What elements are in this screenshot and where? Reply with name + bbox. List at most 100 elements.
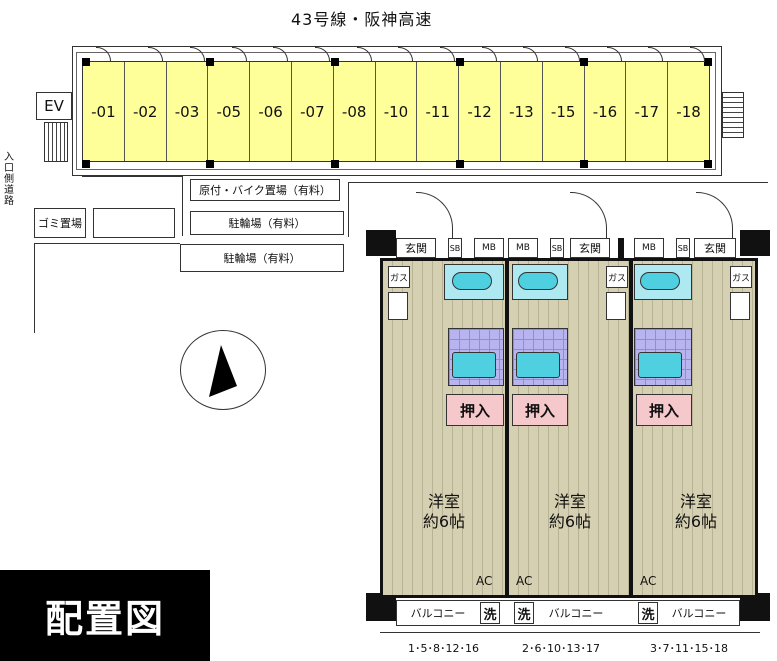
- site-line: [348, 182, 768, 183]
- unit[interactable]: -08: [334, 62, 376, 161]
- unit[interactable]: -13: [501, 62, 543, 161]
- room-label: 洋室 約6帖: [666, 492, 726, 532]
- bicycle-parking-label: 駐輪場（有料）: [190, 211, 344, 235]
- north-arrow-icon: [209, 345, 237, 397]
- entrance-label: 玄関: [694, 238, 736, 258]
- unit-group-label: 3･7･11･15･18: [650, 642, 728, 655]
- pillar: [82, 58, 90, 66]
- room: [506, 258, 632, 598]
- elevator-label: EV: [44, 97, 64, 115]
- entrance-label: 玄関: [570, 238, 610, 258]
- gas-label: ガス: [606, 266, 628, 288]
- room-size: 約6帖: [422, 512, 466, 531]
- pillar: [331, 58, 339, 66]
- unit[interactable]: -16: [585, 62, 627, 161]
- bathtub: [638, 352, 682, 378]
- unit-number: -01: [91, 102, 116, 121]
- road-label: 43号線・阪神高速: [291, 10, 433, 29]
- building-corridor-inner: [76, 52, 716, 170]
- bike-parking-label: 原付・バイク置場（有料）: [190, 179, 340, 201]
- door-swing: [696, 192, 733, 239]
- ac-label: AC: [640, 574, 657, 588]
- unit[interactable]: -03: [167, 62, 209, 161]
- floor-plan: 玄関 SB MB MB SB 玄関 MB SB 玄関 押入 押入 押入 ガス ガ…: [366, 192, 773, 655]
- unit[interactable]: -02: [125, 62, 167, 161]
- room-name: 洋室: [427, 492, 460, 511]
- room-label: 洋室 約6帖: [540, 492, 600, 532]
- pillar: [704, 160, 712, 168]
- sink: [388, 292, 408, 320]
- sink: [606, 292, 626, 320]
- layout-badge-title: 配置図: [44, 597, 165, 641]
- unit[interactable]: -01: [83, 62, 125, 161]
- balcony-label: バルコニー: [660, 602, 738, 624]
- sink: [730, 292, 750, 320]
- dimension-line: [380, 632, 760, 633]
- unit-number: -11: [425, 102, 451, 121]
- closet: 押入: [446, 394, 504, 426]
- unit-number: -13: [509, 102, 534, 121]
- ac-label: AC: [476, 574, 493, 588]
- pillar: [704, 58, 712, 66]
- pillar: [580, 58, 588, 66]
- unit-row: -01 -02 -03 -05 -06 -07 -08 -10 -11 -12 …: [82, 61, 710, 162]
- unit-number: -02: [132, 102, 158, 121]
- gas-label: ガス: [730, 266, 752, 288]
- wall-post: [618, 238, 624, 258]
- unit-number: -15: [550, 102, 576, 121]
- pillar: [206, 160, 214, 168]
- unit[interactable]: -06: [250, 62, 292, 161]
- unit[interactable]: -07: [292, 62, 334, 161]
- garbage-area: [93, 208, 175, 238]
- balcony-label: バルコニー: [536, 602, 616, 624]
- pillar: [580, 160, 588, 168]
- pillar: [456, 58, 464, 66]
- door-swing: [416, 192, 453, 239]
- pillar: [331, 160, 339, 168]
- room-name: 洋室: [553, 492, 586, 511]
- wall-post: [740, 230, 770, 256]
- garbage-label: ゴミ置場: [34, 208, 86, 238]
- balcony-label: バルコニー: [398, 602, 478, 624]
- site-line: [34, 243, 180, 244]
- pillar: [82, 160, 90, 168]
- mb-label: MB: [634, 238, 664, 258]
- unit-number: -10: [383, 102, 409, 121]
- unit[interactable]: -10: [376, 62, 418, 161]
- door-swing: [570, 192, 607, 239]
- unit[interactable]: -17: [626, 62, 669, 161]
- bathtub: [452, 352, 496, 378]
- pillar: [206, 58, 214, 66]
- sb-label: SB: [676, 238, 690, 258]
- unit-number: -03: [174, 102, 200, 121]
- sb-label: SB: [550, 238, 564, 258]
- mb-label: MB: [474, 238, 504, 258]
- entrance-road-label: 入口側道路: [4, 152, 14, 207]
- unit-number: -08: [341, 102, 367, 121]
- unit[interactable]: -11: [417, 62, 460, 161]
- unit-group-label: 2･6･10･13･17: [522, 642, 600, 655]
- unit-number: -06: [258, 102, 283, 121]
- toilet-fixture: [518, 272, 558, 290]
- unit[interactable]: -05: [208, 62, 251, 161]
- sb-label: SB: [448, 238, 462, 258]
- layout-badge: 配置図: [0, 570, 210, 661]
- bathtub: [516, 352, 560, 378]
- unit-number: -16: [592, 102, 618, 121]
- unit-group-label: 1･5･8･12･16: [408, 642, 479, 655]
- compass: [180, 330, 266, 410]
- stair-right: [722, 92, 744, 138]
- unit-number: -17: [634, 102, 660, 121]
- site-line: [82, 176, 182, 177]
- wash-icon: 洗: [480, 602, 500, 624]
- unit[interactable]: -12: [459, 62, 501, 161]
- bicycle-parking-label: 駐輪場（有料）: [180, 244, 344, 272]
- unit[interactable]: -15: [543, 62, 585, 161]
- unit[interactable]: -18: [668, 62, 709, 161]
- mb-label: MB: [508, 238, 538, 258]
- site-line: [182, 176, 183, 236]
- pillar: [456, 160, 464, 168]
- unit-number: -12: [467, 102, 492, 121]
- unit-number: -05: [216, 102, 242, 121]
- wash-icon: 洗: [514, 602, 534, 624]
